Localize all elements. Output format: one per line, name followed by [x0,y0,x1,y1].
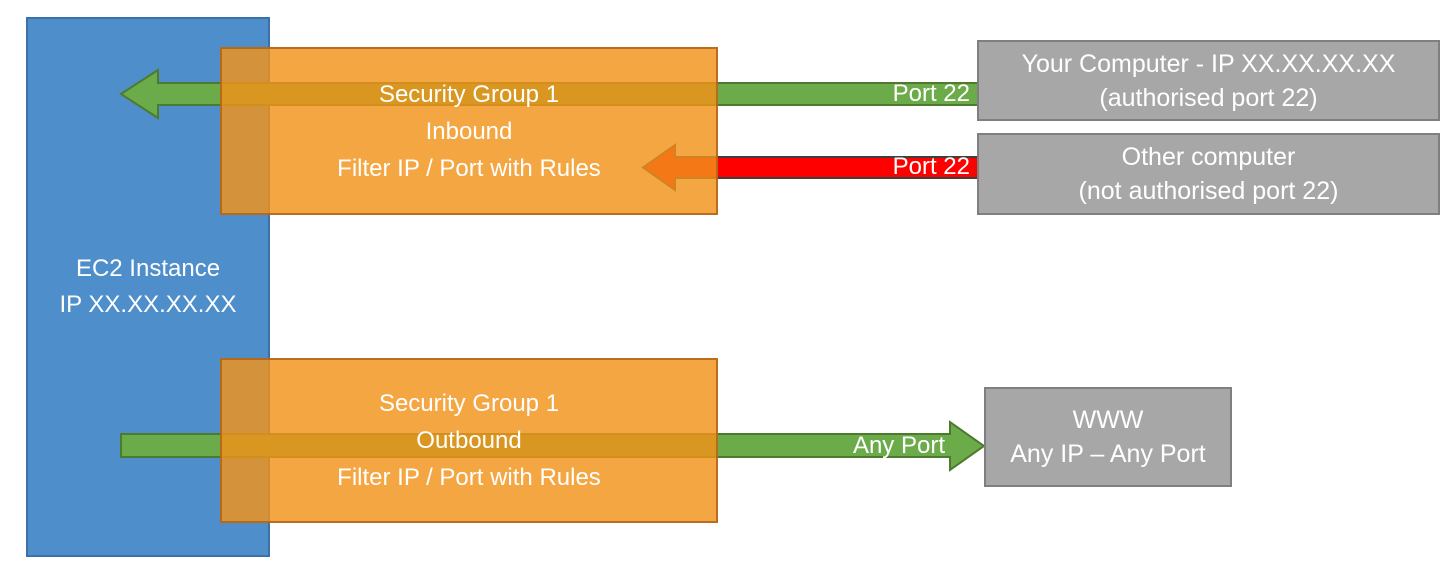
sg-inbound-title: Security Group 1 [378,80,560,108]
www-box: WWW Any IP – Any Port [984,387,1232,487]
your-computer-label: Your Computer - IP XX.XX.XX.XX [1021,49,1396,78]
your-computer-box: Your Computer - IP XX.XX.XX.XX (authoris… [977,40,1440,121]
sg-outbound-rule: Filter IP / Port with Rules [337,464,601,491]
ec2-instance-ip: IP XX.XX.XX.XX [59,291,237,318]
www-label: WWW [1072,406,1144,434]
sg-outbound-direction: Outbound [416,427,522,454]
other-computer-box: Other computer (not authorised port 22) [977,133,1440,215]
security-group-outbound-box: Security Group 1 Outbound Filter IP / Po… [220,358,718,523]
sg-inbound-rule: Filter IP / Port with Rules [337,154,601,182]
sg-outbound-title: Security Group 1 [378,390,560,417]
security-group-inbound-box: Security Group 1 Inbound Filter IP / Por… [220,47,718,215]
inbound-blocked-port-label: Port 22 [892,153,970,180]
sg-inbound-direction: Inbound [425,117,513,145]
www-scope: Any IP – Any Port [1010,440,1206,468]
other-computer-auth: (not authorised port 22) [1078,177,1339,205]
your-computer-auth: (authorised port 22) [1099,83,1318,112]
ec2-instance-label: EC2 Instance [75,255,221,282]
outbound-port-label: Any Port [852,432,945,459]
other-computer-label: Other computer [1121,143,1296,171]
inbound-allowed-port-label: Port 22 [892,80,970,107]
